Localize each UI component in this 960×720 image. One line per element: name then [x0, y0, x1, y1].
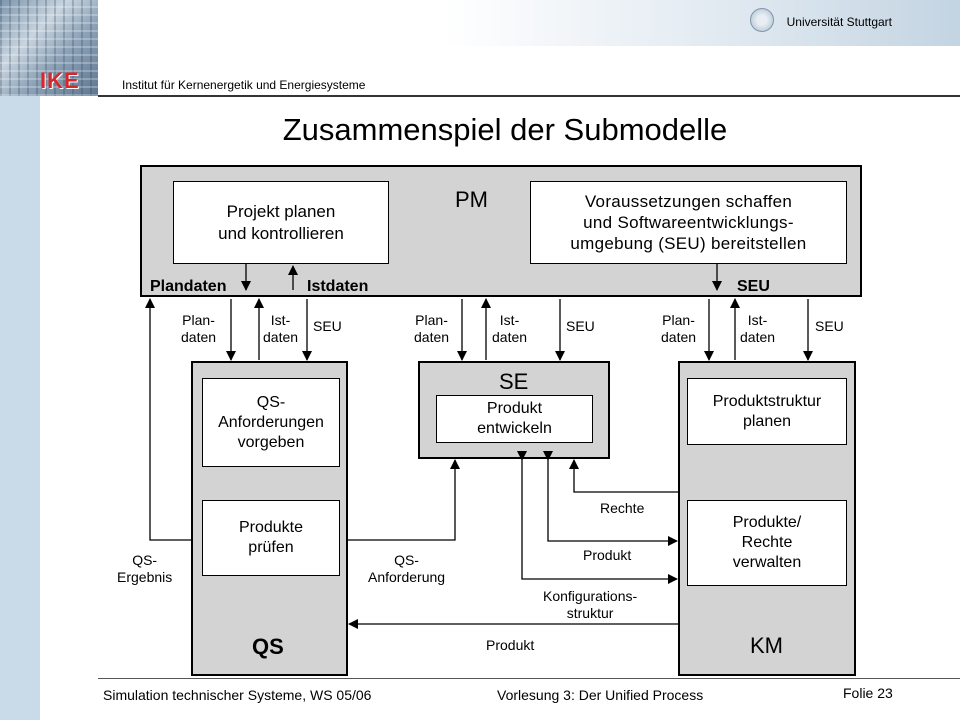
label-seu-pm: SEU	[737, 278, 770, 295]
label-km-plan: Plan- daten	[661, 312, 697, 345]
se-label: SE	[499, 369, 529, 394]
photo-texture	[0, 0, 98, 96]
arrow-qs-anforderung	[348, 459, 460, 541]
label-qs-seu: SEU	[313, 318, 342, 334]
qs-label: QS	[252, 634, 284, 659]
slide-title: Zusammenspiel der Submodelle	[282, 112, 728, 147]
university-seal-icon	[750, 8, 774, 32]
label-qs-ergebnis: QS- Ergebnis	[117, 552, 173, 585]
label-plandaten: Plandaten	[150, 278, 227, 295]
qs-box-pruefen: Produkte prüfen	[202, 500, 340, 576]
label-se-seu: SEU	[566, 318, 595, 334]
footer-slide-number: Folie 23	[843, 685, 893, 701]
label-qs-plan: Plan- daten	[181, 312, 217, 345]
pm-box-seu: Voraussetzungen schaffen und Softwareent…	[530, 181, 847, 264]
label-produkt-se-km: Produkt	[583, 547, 632, 563]
label-qs-anforderung: QS- Anforderung	[368, 552, 446, 585]
label-rechte: Rechte	[600, 500, 645, 516]
km-box-verwalten-text: Produkte/ Rechte verwalten	[732, 514, 802, 571]
pm-label: PM	[455, 187, 488, 212]
km-label: KM	[750, 633, 783, 658]
qs-box-anforderungen: QS- Anforderungen vorgeben	[202, 378, 340, 467]
label-se-ist: Ist- daten	[492, 312, 528, 345]
km-box-produktstruktur-text: Produktstruktur planen	[712, 392, 822, 430]
label-se-plan: Plan- daten	[414, 312, 450, 345]
arrow-qs-ergebnis	[145, 298, 191, 541]
label-qs-ist: Ist- daten	[263, 312, 299, 345]
label-km-seu: SEU	[815, 318, 844, 334]
km-box-verwalten: Produkte/ Rechte verwalten	[687, 500, 847, 586]
ike-logo: IKE	[40, 68, 80, 93]
pm-box-projekt-text: Projekt planen und kontrollieren	[218, 202, 344, 243]
header-divider	[98, 95, 960, 97]
university-name: Universität Stuttgart	[786, 15, 892, 29]
building-photo: IKE	[0, 0, 98, 96]
left-decor-band	[0, 95, 40, 720]
arrow-rechte	[569, 459, 678, 493]
label-istdaten: Istdaten	[307, 278, 369, 295]
footer-course: Simulation technischer Systeme, WS 05/06	[103, 687, 372, 703]
qs-box-pruefen-text: Produkte prüfen	[238, 519, 304, 556]
pm-box-projekt: Projekt planen und kontrollieren	[173, 181, 389, 264]
se-box-entwickeln-text: Produkt entwickeln	[477, 400, 552, 437]
header-banner	[98, 0, 960, 46]
se-box-entwickeln: Produkt entwickeln	[436, 395, 593, 443]
label-produkt-km-qs: Produkt	[486, 637, 535, 653]
footer-lecture: Vorlesung 3: Der Unified Process	[497, 687, 704, 703]
arrow-konfiguration	[517, 451, 678, 584]
qs-box-anforderungen-text: QS- Anforderungen vorgeben	[218, 393, 324, 451]
institute-name: Institut für Kernenergetik und Energiesy…	[122, 78, 366, 92]
label-km-ist: Ist- daten	[740, 312, 776, 345]
label-konfiguration: Konfigurations- struktur	[543, 588, 638, 621]
footer-divider	[98, 678, 960, 679]
km-box-produktstruktur: Produktstruktur planen	[687, 378, 847, 445]
pm-box-seu-text: Voraussetzungen schaffen und Softwareent…	[570, 191, 807, 254]
